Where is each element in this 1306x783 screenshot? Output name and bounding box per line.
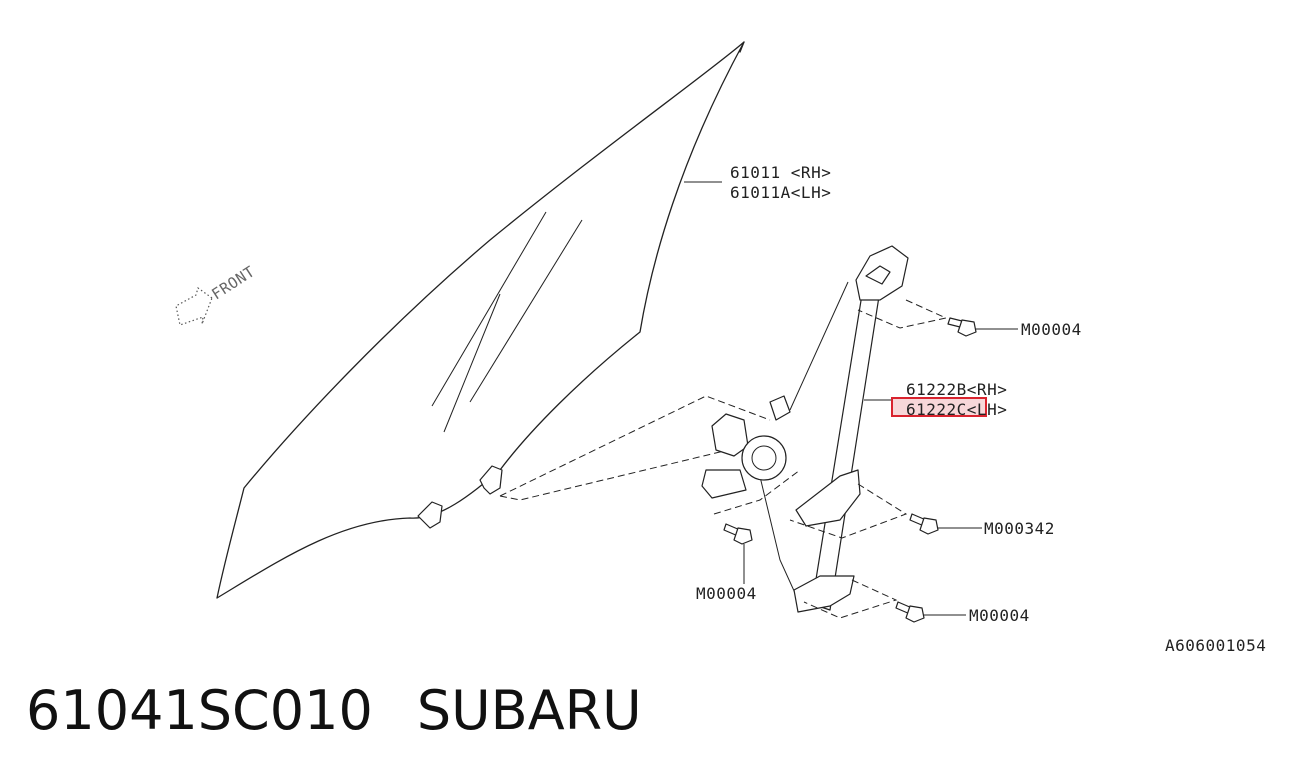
regulator-lh-label: 61222C<LH> [906,400,1007,419]
door-glass [216,41,745,599]
assembly-line-left [713,469,801,515]
bolt-bottom-label: M00004 [969,606,1030,625]
front-arrow-icon: FRONT [175,262,258,326]
glass-rh-label: 61011 <RH> [730,163,831,182]
bolt-left-icon [723,523,753,545]
assembly-line-bottom [803,579,898,619]
brand-name: SUBARU [416,679,642,742]
assembly-line-mid [789,483,908,539]
bolt-left-label: M00004 [696,584,757,603]
front-label: FRONT [208,262,258,303]
assembly-line-glass [499,395,771,501]
bolt-mid-icon [909,513,939,535]
highlight-box [891,397,987,417]
part-number: 61041SC010 [26,679,373,742]
figure-id: A606001054 [1165,636,1267,655]
bolt-mid-label: M000342 [984,519,1055,538]
glass-lh-label: 61011A<LH> [730,183,831,202]
bolt-bottom-icon [895,601,925,623]
bolt-top-icon [947,317,977,337]
bolt-top-label: M00004 [1021,320,1082,339]
regulator-rh-label: 61222B<RH> [906,380,1007,399]
window-regulator [701,245,909,613]
assembly-line-top [857,299,948,329]
